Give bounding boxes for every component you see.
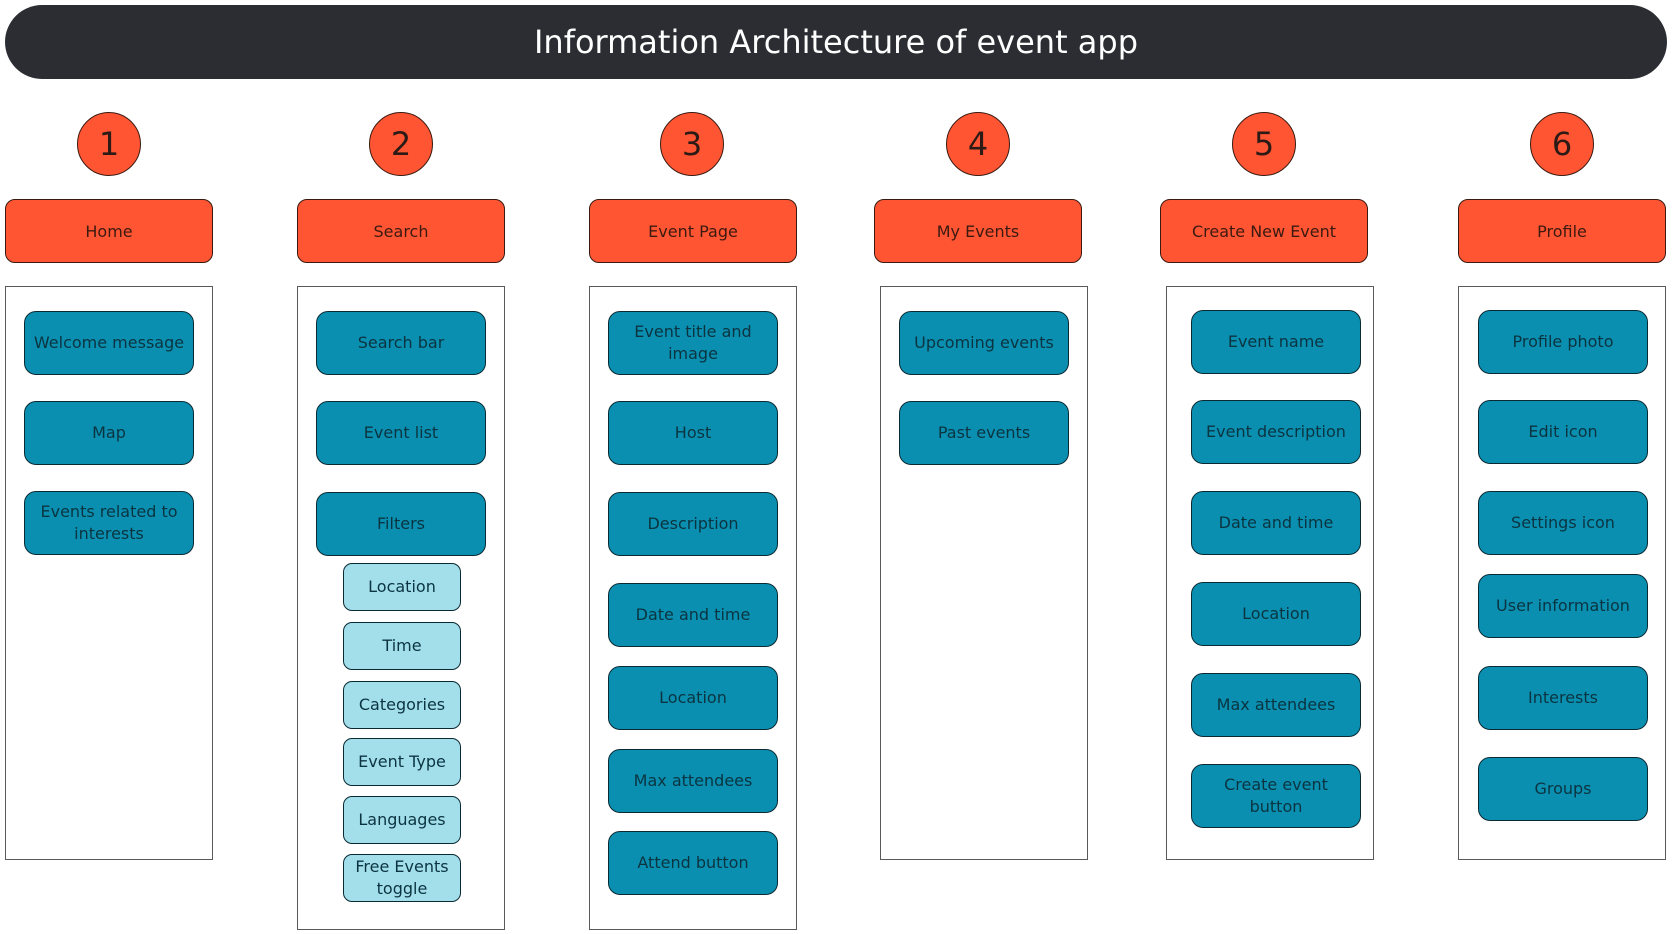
column-panel-event-page: Event title and image Host Description D… <box>589 286 797 930</box>
item-host: Host <box>608 401 778 465</box>
section-header-profile: Profile <box>1458 199 1666 263</box>
column-number-1: 1 <box>77 112 141 176</box>
filter-location: Location <box>343 563 461 611</box>
item-profile-photo: Profile photo <box>1478 310 1648 374</box>
item-event-title-and-image: Event title and image <box>608 311 778 375</box>
item-edit-icon: Edit icon <box>1478 400 1648 464</box>
column-number-4: 4 <box>946 112 1010 176</box>
item-max-attendees: Max attendees <box>1191 673 1361 737</box>
section-header-create-new-event: Create New Event <box>1160 199 1368 263</box>
column-panel-home: Welcome message Map Events related to in… <box>5 286 213 860</box>
section-header-search: Search <box>297 199 505 263</box>
item-event-list: Event list <box>316 401 486 465</box>
item-attend-button: Attend button <box>608 831 778 895</box>
item-event-description: Event description <box>1191 400 1361 464</box>
section-header-home: Home <box>5 199 213 263</box>
item-user-information: User information <box>1478 574 1648 638</box>
item-date-and-time: Date and time <box>608 583 778 647</box>
column-panel-profile: Profile photo Edit icon Settings icon Us… <box>1458 286 1666 860</box>
filter-languages: Languages <box>343 796 461 844</box>
column-number-6: 6 <box>1530 112 1594 176</box>
item-create-event-button: Create event button <box>1191 764 1361 828</box>
item-welcome-message: Welcome message <box>24 311 194 375</box>
column-number-3: 3 <box>660 112 724 176</box>
item-date-and-time: Date and time <box>1191 491 1361 555</box>
column-panel-create-new-event: Event name Event description Date and ti… <box>1166 286 1374 860</box>
filter-categories: Categories <box>343 681 461 729</box>
filter-free-events-toggle: Free Events toggle <box>343 854 461 902</box>
filter-time: Time <box>343 622 461 670</box>
section-header-my-events: My Events <box>874 199 1082 263</box>
item-events-related-to-interests: Events related to interests <box>24 491 194 555</box>
item-groups: Groups <box>1478 757 1648 821</box>
item-location: Location <box>1191 582 1361 646</box>
column-number-5: 5 <box>1232 112 1296 176</box>
diagram-title: Information Architecture of event app <box>5 5 1667 79</box>
column-number-2: 2 <box>369 112 433 176</box>
item-event-name: Event name <box>1191 310 1361 374</box>
item-description: Description <box>608 492 778 556</box>
filter-event-type: Event Type <box>343 738 461 786</box>
item-search-bar: Search bar <box>316 311 486 375</box>
column-panel-my-events: Upcoming events Past events <box>880 286 1088 860</box>
column-panel-search: Search bar Event list Filters Location T… <box>297 286 505 930</box>
item-upcoming-events: Upcoming events <box>899 311 1069 375</box>
item-map: Map <box>24 401 194 465</box>
item-settings-icon: Settings icon <box>1478 491 1648 555</box>
section-header-event-page: Event Page <box>589 199 797 263</box>
item-location: Location <box>608 666 778 730</box>
item-interests: Interests <box>1478 666 1648 730</box>
item-max-attendees: Max attendees <box>608 749 778 813</box>
item-filters: Filters <box>316 492 486 556</box>
item-past-events: Past events <box>899 401 1069 465</box>
